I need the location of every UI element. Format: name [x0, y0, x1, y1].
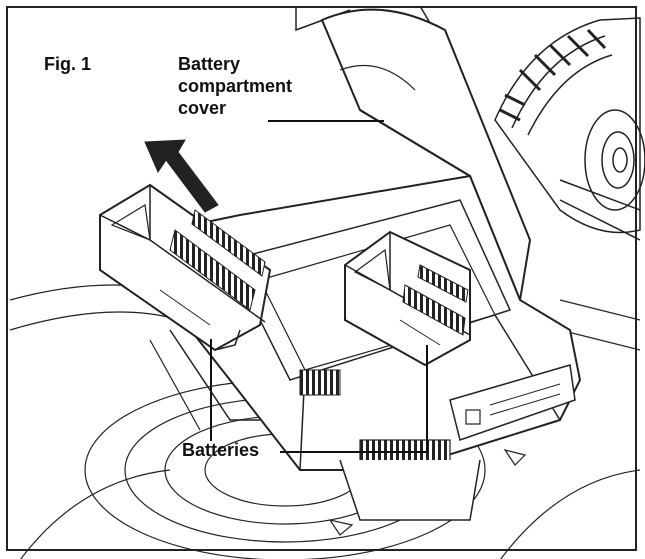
rear-wheel — [494, 17, 645, 234]
right-battery — [344, 230, 471, 367]
batteries-callout-label: Batteries — [182, 440, 260, 460]
cover-callout-label: Battery compartment cover — [178, 53, 292, 119]
figure-border — [6, 6, 637, 551]
callout-leader-lines — [210, 120, 428, 453]
cover-callout-line-3: cover — [178, 98, 227, 118]
arrow-up-left-icon — [144, 139, 219, 213]
cover-callout-line-2: compartment — [178, 76, 293, 96]
figure-number: Fig. 1 — [44, 54, 92, 74]
cover-callout-line-1: Battery — [178, 54, 241, 74]
left-battery — [99, 183, 272, 352]
